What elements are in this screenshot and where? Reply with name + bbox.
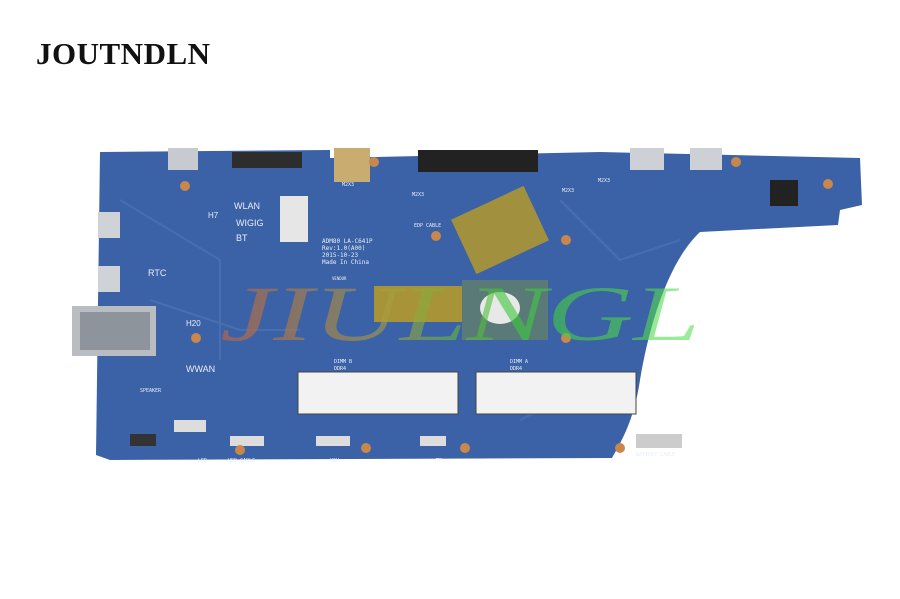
model-line: Made In China <box>322 259 369 266</box>
label-m2x3: M2X3 <box>342 182 354 188</box>
label-wlan: WLAN <box>234 201 260 211</box>
label-tp: TP <box>436 458 442 464</box>
model-line: Rev:1.0(A00) <box>322 245 365 252</box>
label-rtc: RTC <box>148 268 167 278</box>
label-bt: BT <box>236 233 248 243</box>
label-led: LED <box>198 458 207 464</box>
label-wigig: WIGIG <box>236 218 264 228</box>
kapton-tape <box>374 286 470 322</box>
label-vendor: VENDOR <box>332 276 347 281</box>
label-edp-cable: EDP CABLE <box>414 223 441 229</box>
watermark-text: JIULNGL <box>220 270 700 357</box>
label-m2x3: M2X3 <box>562 188 574 194</box>
model-info: ADM80 LA-C641P Rev:1.0(A00) 2015-10-23 M… <box>322 238 373 266</box>
label-dimm-a: DIMM A <box>510 359 528 365</box>
label-dimm-b: DIMM B <box>334 359 352 365</box>
connectors <box>72 148 798 448</box>
label-m2x3: M2X3 <box>412 192 424 198</box>
label-m2x3: M2X3 <box>598 178 610 184</box>
model-line: 2015-10-23 <box>322 252 359 259</box>
label-h20: H20 <box>186 319 201 328</box>
model-line: ADM80 LA-C641P <box>322 238 373 245</box>
label-hdd-cable: HDD CABLE <box>228 458 255 464</box>
cpu-die <box>480 292 520 324</box>
label-h7: H7 <box>208 211 219 220</box>
label-ddr4-a: DDR4 <box>510 366 522 372</box>
kapton-tape-2 <box>451 185 549 275</box>
brand-logo-text: JOUTNDLN <box>36 36 211 71</box>
label-speaker: SPEAKER <box>140 388 162 394</box>
label-ush: USH <box>330 458 339 464</box>
watermark: JIULNGL <box>220 270 700 357</box>
mounting-holes <box>180 157 833 455</box>
label-battery-cable: BATTERY CABLE <box>636 452 675 458</box>
label-ddr4-b: DDR4 <box>334 366 346 372</box>
label-wwan: WWAN <box>186 364 215 374</box>
